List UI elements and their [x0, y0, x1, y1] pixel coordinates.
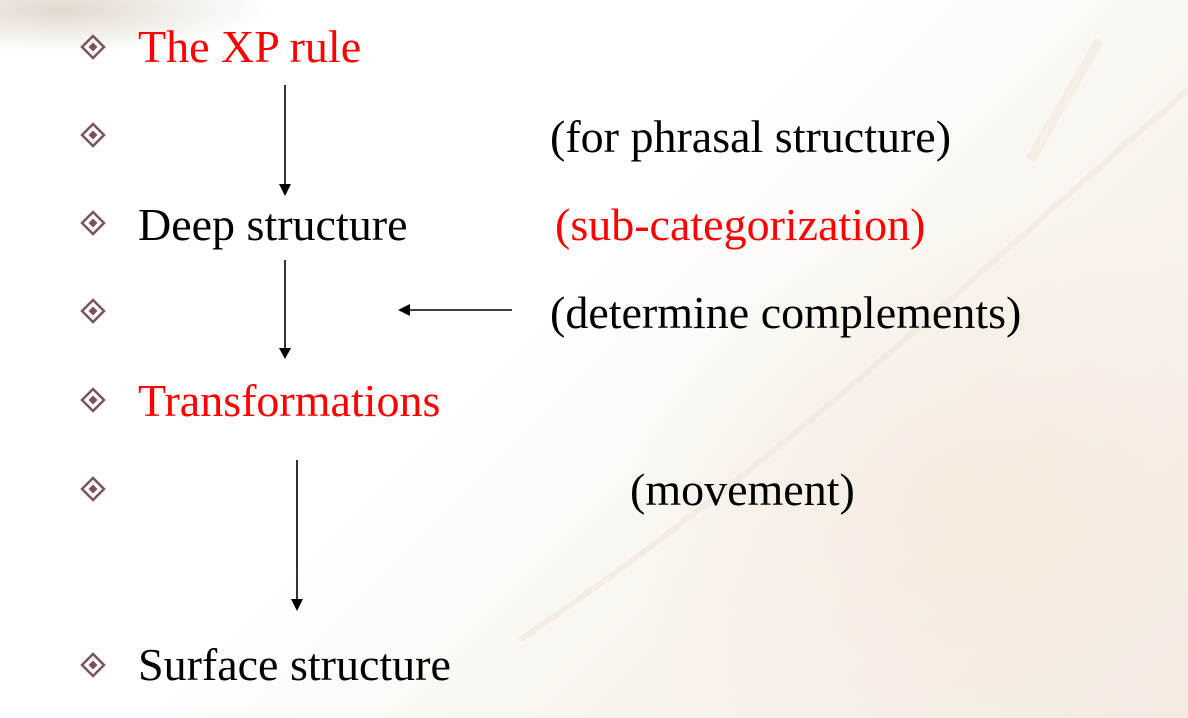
diamond-bullet-icon	[80, 387, 106, 413]
note-sub-categorization: (sub-categorization)	[555, 199, 926, 250]
item-deep-structure: Deep structure	[138, 199, 408, 250]
arrow-left-icon	[398, 304, 512, 316]
note-movement: (movement)	[630, 464, 855, 515]
item-surface-structure: Surface structure	[138, 639, 451, 690]
arrow-down-icon	[279, 260, 291, 359]
arrow-down-icon	[291, 460, 303, 611]
diamond-bullet-icon	[80, 34, 106, 60]
arrow-down-icon	[279, 85, 291, 196]
item-transformations: Transformations	[138, 375, 441, 426]
diamond-bullet-icon	[80, 298, 106, 324]
diamond-bullet-icon	[80, 122, 106, 148]
note-phrasal-structure: (for phrasal structure)	[550, 111, 952, 162]
note-determine-complements: (determine complements)	[550, 287, 1022, 338]
diamond-bullet-icon	[80, 652, 106, 678]
diamond-bullet-icon	[80, 210, 106, 236]
item-xp-rule: The XP rule	[138, 21, 362, 72]
diamond-bullet-icon	[80, 476, 106, 502]
